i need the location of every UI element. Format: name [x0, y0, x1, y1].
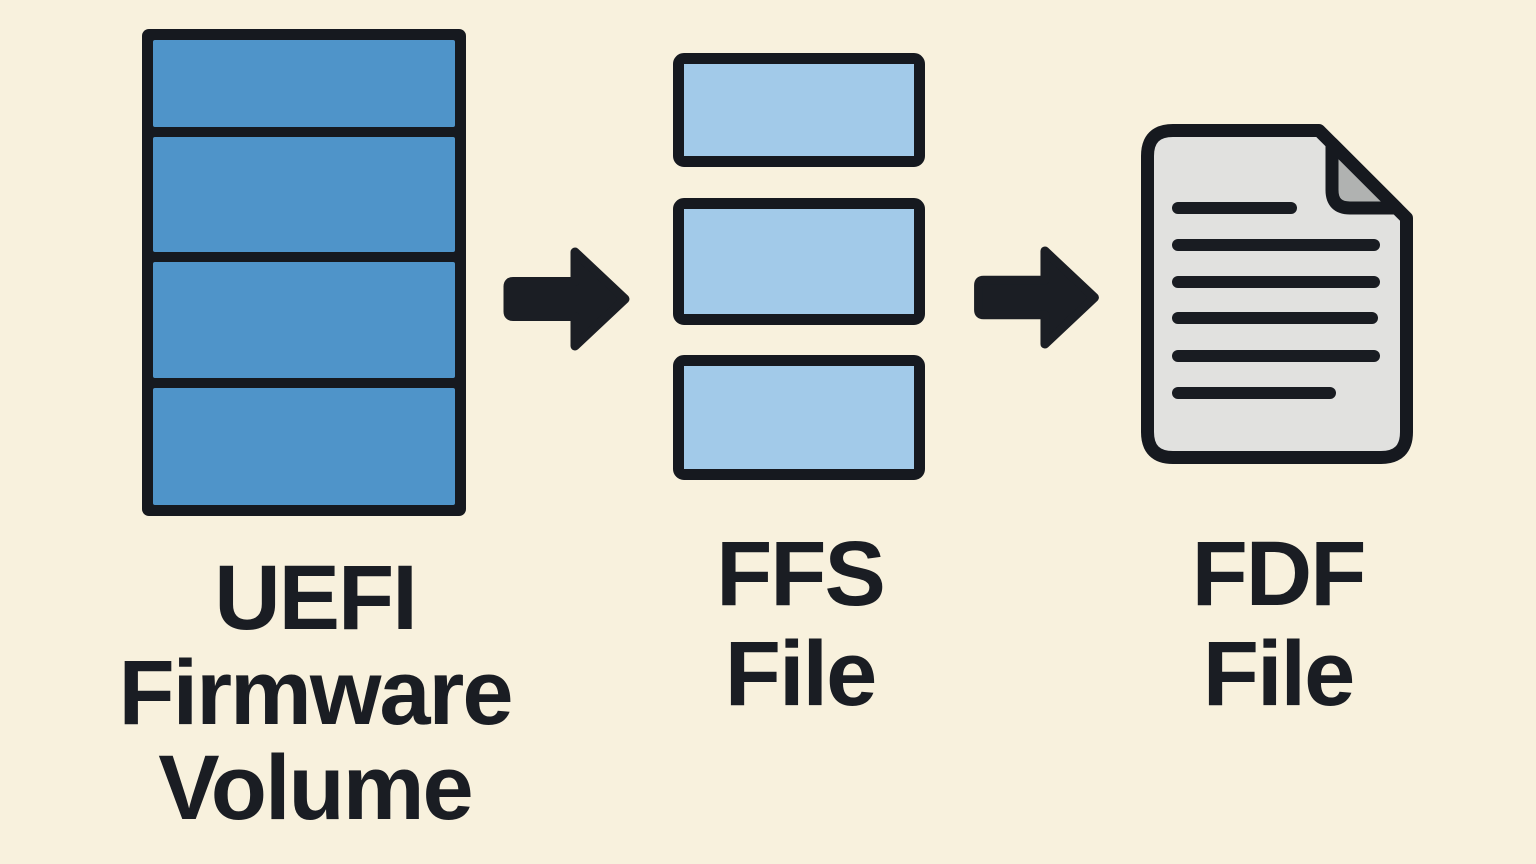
- label-line: FFS: [716, 523, 886, 625]
- uefi-firmware-volume-label: UEFI Firmware Volume: [75, 551, 555, 836]
- label-line: FDF: [1191, 523, 1367, 625]
- label-line: Firmware: [118, 642, 513, 744]
- arrow-right-icon: [503, 247, 630, 351]
- document-text-lines: [1172, 202, 1380, 399]
- label-line: File: [724, 623, 877, 725]
- arrow-right-icon: [974, 246, 1099, 349]
- ffs-block: [673, 53, 925, 167]
- uefi-firmware-volume-node: [142, 29, 466, 516]
- document-fold: [1325, 137, 1403, 215]
- firmware-volume-segment: [153, 40, 455, 127]
- firmware-volume-segment: [153, 388, 455, 505]
- ffs-file-node: [673, 53, 925, 480]
- ffs-block: [673, 355, 925, 480]
- ffs-file-label: FFS File: [650, 524, 950, 724]
- label-line: File: [1202, 623, 1355, 725]
- firmware-volume-segment: [153, 136, 455, 253]
- fdf-file-label: FDF File: [1128, 524, 1428, 724]
- fdf-document-icon: [1141, 124, 1413, 464]
- label-line: Volume: [158, 737, 473, 839]
- firmware-volume-segment: [153, 262, 455, 379]
- label-line: UEFI: [214, 547, 418, 649]
- ffs-block: [673, 198, 925, 325]
